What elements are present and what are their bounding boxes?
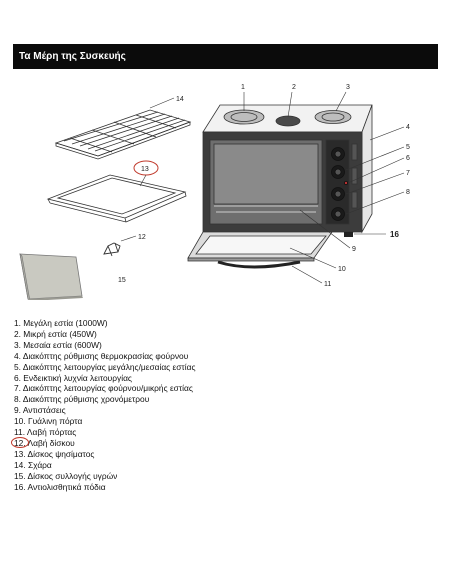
callout-3: 3	[346, 84, 350, 91]
callout-12: 12	[138, 234, 146, 241]
callout-line-14	[149, 97, 175, 109]
part-item: 6. Ενδεικτική λυχνία λειτουργίας	[14, 372, 132, 383]
appliance-parts-diagram: 14 13 12 15	[19, 84, 410, 300]
part-item: 15. Δίσκος συλλογής υγρών	[14, 470, 118, 481]
part-item: 14. Σχάρα	[14, 459, 52, 470]
part-item: 8. Διακόπτης ρύθμισης χρονόμετρου	[14, 394, 150, 405]
power-indicator-light	[343, 180, 348, 185]
callout-13: 13	[141, 166, 149, 173]
callout-6: 6	[406, 155, 410, 162]
part-item: 1. Μεγάλη εστία (1000W)	[14, 318, 108, 328]
door-handle	[217, 260, 301, 269]
callout-7: 7	[406, 170, 410, 177]
anti-slip-foot	[344, 232, 353, 237]
callout-16: 16	[390, 230, 399, 239]
part-item: 2. Μικρή εστία (450W)	[14, 328, 97, 339]
parts-list: 1. Μεγάλη εστία (1000W) 2. Μικρή εστία (…	[11, 318, 196, 493]
part-item: 9. Αντιστάσεις	[14, 405, 66, 416]
part-item: 10. Γυάλινη πόρτα	[14, 416, 83, 427]
grill-rack	[54, 109, 192, 160]
control-knobs	[331, 147, 348, 221]
callout-2: 2	[292, 84, 296, 91]
part-item: 7. Διακόπτης λειτουργίας φούρνου/μικρής …	[14, 383, 193, 394]
callout-4: 4	[406, 124, 410, 131]
medium-hot-plate	[314, 110, 352, 124]
callout-5: 5	[406, 144, 410, 151]
part-item: 5. Διακόπτης λειτουργίας μεγάλης/μεσαίας…	[14, 361, 196, 372]
section-header: Τα Μέρη της Συσκευής	[13, 44, 438, 69]
callout-1: 1	[241, 84, 245, 91]
part-item: 11. Λαβή πόρτας	[14, 427, 77, 438]
highlight-circle	[11, 436, 29, 448]
callout-line-13	[139, 174, 147, 187]
part-item: 16. Αντιολισθητικά πόδια	[14, 481, 106, 492]
part-item: 13. Δίσκος ψησίματος	[14, 448, 95, 459]
callout-8: 8	[406, 189, 410, 196]
part-item: 4. Διακόπτης ρύθμισης θερμοκρασίας φούρν…	[14, 350, 189, 361]
small-hot-plate	[275, 115, 301, 127]
tray-handle	[103, 242, 121, 257]
callout-9: 9	[352, 246, 356, 253]
part-item-highlighted: 12. Λαβή δίσκου	[11, 436, 195, 449]
section-title: Τα Μέρη της Συσκευής	[19, 51, 126, 62]
baking-tray	[46, 174, 187, 223]
callout-11: 11	[324, 281, 331, 288]
callout-10: 10	[338, 266, 346, 273]
callout-14: 14	[176, 96, 184, 103]
callout-lines	[243, 91, 405, 284]
part-item-label: 12. Λαβή δίσκου	[14, 437, 75, 448]
part-item: 3. Μεσαία εστία (600W)	[14, 339, 102, 350]
callout-15: 15	[118, 277, 126, 284]
drip-tray	[19, 253, 83, 300]
callout-line-12	[120, 235, 137, 242]
